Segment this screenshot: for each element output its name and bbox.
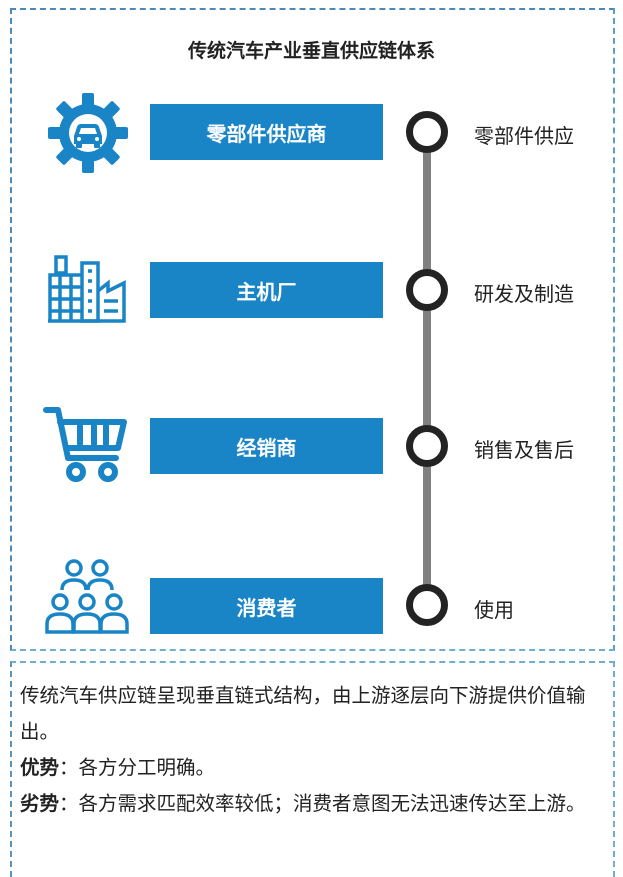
advantage-label: 优势 bbox=[20, 756, 60, 779]
disadvantage-line: 劣势：各方需求匹配效率较低；消费者意图无法迅速传达至上游。 bbox=[20, 786, 610, 822]
gear-car-icon bbox=[47, 92, 129, 174]
disadvantage-text: ：各方需求匹配效率较低；消费者意图无法迅速传达至上游。 bbox=[59, 792, 586, 815]
stage-label-sales-aftersales: 销售及售后 bbox=[474, 438, 574, 462]
description-panel bbox=[10, 661, 615, 877]
timeline-node bbox=[406, 425, 448, 467]
disadvantage-label: 劣势 bbox=[20, 792, 60, 815]
advantage-text: ：各方分工明确。 bbox=[59, 756, 216, 779]
stage-label-use: 使用 bbox=[474, 598, 514, 622]
stage-label-parts-supply: 零部件供应 bbox=[474, 124, 574, 148]
description-text: 传统汽车供应链呈现垂直链式结构，由上游逐层向下游提供价值输出。 优势：各方分工明… bbox=[20, 678, 610, 822]
timeline-node bbox=[406, 269, 448, 311]
diagram-title: 传统汽车产业垂直供应链体系 bbox=[187, 40, 435, 62]
tier-box-oem: 主机厂 bbox=[150, 262, 383, 318]
timeline-node bbox=[406, 584, 448, 626]
tier-box-consumer: 消费者 bbox=[150, 578, 383, 634]
diagram-panel bbox=[10, 8, 615, 651]
factory-icon bbox=[46, 253, 128, 323]
advantage-line: 优势：各方分工明确。 bbox=[20, 750, 610, 786]
tier-box-dealer: 经销商 bbox=[150, 418, 383, 474]
stage-label-rd-manufacturing: 研发及制造 bbox=[474, 282, 574, 306]
timeline-node bbox=[406, 111, 448, 153]
tier-box-parts-supplier: 零部件供应商 bbox=[150, 104, 383, 160]
shopping-cart-icon bbox=[42, 404, 130, 484]
description-intro: 传统汽车供应链呈现垂直链式结构，由上游逐层向下游提供价值输出。 bbox=[20, 684, 586, 743]
supply-chain-line bbox=[423, 128, 431, 604]
people-group-icon bbox=[44, 556, 130, 638]
